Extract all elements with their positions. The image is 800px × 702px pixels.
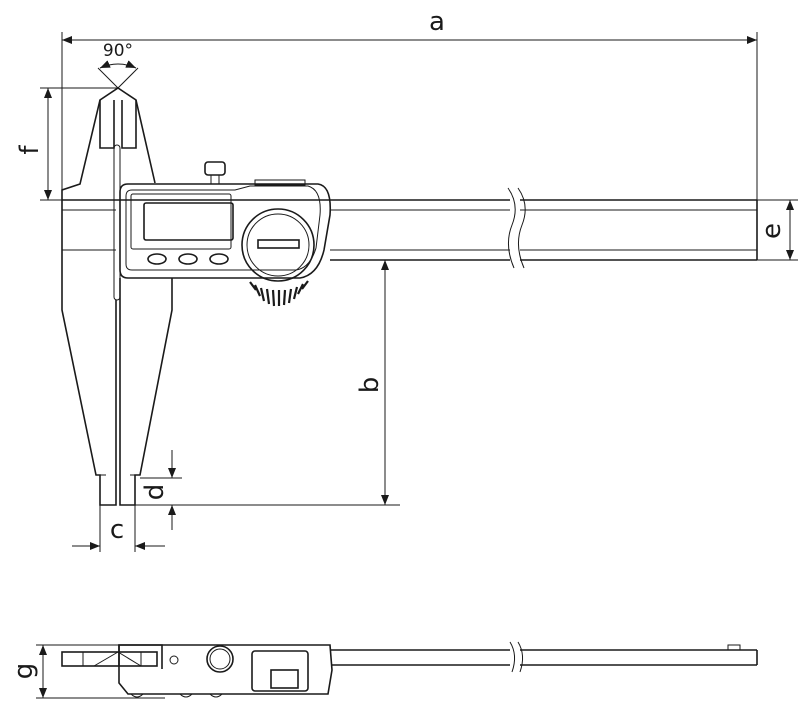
slider-body: [119, 161, 332, 307]
break-mark: [507, 187, 516, 269]
lcd-display: [143, 202, 234, 241]
dimension-b: b: [135, 260, 400, 506]
side-view: [61, 641, 758, 698]
label-e: e: [757, 223, 787, 239]
dimension-c: c: [72, 505, 165, 552]
label-a: a: [429, 7, 445, 37]
button-3: [209, 253, 229, 265]
dimension-e: e: [757, 199, 798, 261]
label-f: f: [15, 145, 45, 155]
label-d: d: [140, 484, 170, 501]
label-g: g: [9, 663, 39, 680]
button-2: [178, 253, 198, 265]
dimension-angle: 90°: [97, 41, 139, 89]
dial: [241, 208, 315, 282]
dimension-f: f: [15, 87, 118, 201]
label-b: b: [355, 377, 385, 394]
dimension-a: a: [61, 7, 758, 200]
lock-screw: [204, 161, 226, 176]
lower-jaws: [61, 200, 173, 506]
beam: [62, 187, 758, 269]
dimension-d: d: [140, 450, 182, 530]
thumbwheel: [249, 280, 309, 307]
label-c: c: [110, 515, 124, 545]
button-1: [147, 253, 167, 265]
label-angle: 90°: [103, 41, 133, 61]
dimension-g: g: [9, 644, 165, 699]
